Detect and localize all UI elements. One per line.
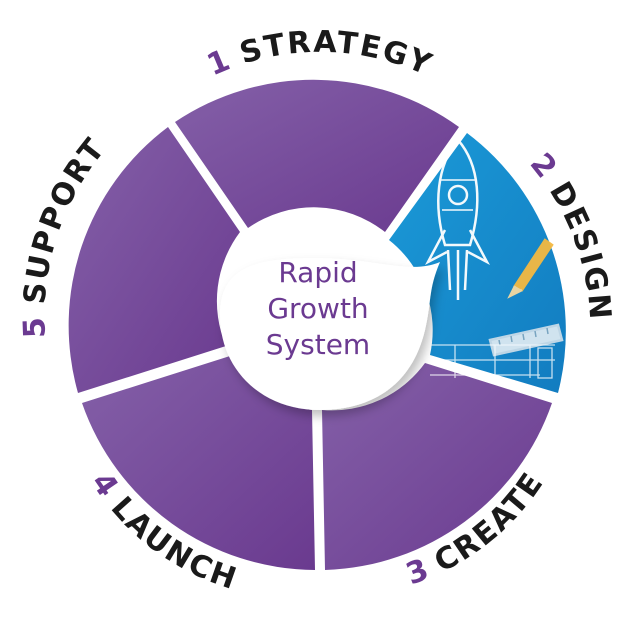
center-bubble bbox=[220, 258, 440, 410]
center-title-line1: Rapid bbox=[278, 256, 357, 289]
segment-text-strategy: STRATEGY bbox=[236, 25, 438, 83]
blueprint-form-icon bbox=[415, 344, 555, 379]
segment-number-5: 5 bbox=[17, 315, 53, 339]
rocket-blueprint-illustration bbox=[415, 138, 564, 379]
segment-create bbox=[322, 363, 552, 570]
center-title-line2: Growth bbox=[267, 292, 368, 325]
segment-design bbox=[389, 133, 566, 393]
ruler-icon bbox=[488, 323, 564, 357]
rocket-icon bbox=[424, 138, 491, 300]
center-title-line3: System bbox=[266, 328, 370, 361]
segment-number-3: 3 bbox=[402, 552, 436, 593]
segment-number-1: 1 bbox=[202, 42, 237, 83]
segment-launch bbox=[82, 356, 315, 570]
segment-strategy bbox=[175, 79, 459, 232]
segment-number-2: 2 bbox=[523, 147, 565, 187]
segment-support bbox=[68, 127, 240, 393]
pencil-icon bbox=[507, 238, 554, 299]
segment-label-strategy: 1STRATEGY bbox=[202, 25, 438, 84]
